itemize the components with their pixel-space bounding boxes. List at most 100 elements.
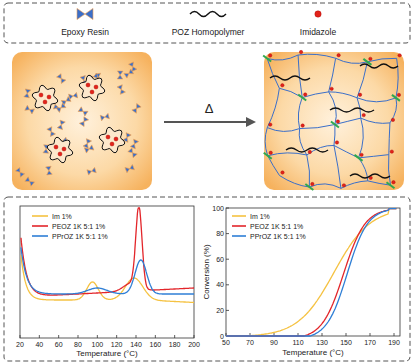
imidazole-dot: [281, 171, 284, 174]
legend-text: Epoxy Resin: [61, 28, 109, 37]
network-strand: [268, 156, 280, 176]
tick-mark: [226, 310, 229, 311]
after-panel: [264, 52, 404, 190]
epoxy-resin-symbol: [78, 107, 88, 116]
imidazole-dot: [315, 11, 321, 17]
legend-line: [232, 225, 246, 227]
tick-label: 160: [149, 341, 161, 348]
tick-label: 20: [16, 341, 24, 348]
resin-half: [130, 143, 137, 149]
chart-frame: [4, 197, 410, 361]
network-strand: [334, 125, 335, 146]
resin-half: [124, 71, 130, 78]
resin-half: [124, 133, 131, 139]
resin-half: [25, 105, 31, 112]
imidazole-dot: [304, 93, 307, 96]
imidazole-dot: [392, 180, 395, 183]
imidazole-dot: [54, 145, 58, 149]
resin-half: [24, 93, 30, 98]
tick-mark: [394, 333, 395, 336]
imidazole-dot: [358, 93, 361, 96]
network-strand: [265, 128, 268, 156]
network-strand: [396, 58, 398, 98]
resin-half: [69, 93, 74, 99]
polymer-coil: [47, 137, 72, 162]
epoxy-resin-symbol: [57, 74, 66, 84]
network-strand: [329, 92, 357, 98]
tick-label: 20: [216, 307, 224, 314]
resin-half: [18, 171, 25, 178]
network-strand: [268, 153, 307, 156]
epoxy-resin-symbol: [130, 139, 138, 149]
resin-half: [56, 106, 63, 113]
resin-half: [128, 62, 135, 68]
resin-half: [79, 120, 86, 126]
tick-label: 50: [222, 339, 230, 346]
imidazole-dot: [360, 153, 363, 156]
imidazole-dot: [281, 84, 284, 87]
imidazole-dot: [398, 54, 401, 57]
polymer-chain: [350, 174, 390, 178]
tick-mark: [226, 284, 229, 285]
tick-label: 200: [188, 341, 200, 348]
network-strand: [336, 58, 368, 63]
imidazole-dot: [58, 152, 62, 156]
tick-label: 60: [216, 256, 224, 263]
network-strand: [361, 118, 390, 123]
resin-half: [84, 146, 90, 153]
tick-label: 110: [292, 339, 303, 346]
plot-frame: [226, 208, 400, 336]
imidazole-dot: [110, 142, 114, 146]
legend-text: PEOZ 1K 5:1 1%: [250, 223, 303, 230]
epoxy-resin-symbol: [100, 113, 109, 120]
tick-label: 170: [364, 339, 376, 346]
resin-half: [57, 124, 64, 130]
legend-line: [232, 215, 246, 217]
resin-half: [119, 88, 126, 94]
resin-half: [129, 165, 135, 172]
imidazole-dot: [397, 93, 400, 96]
imidazole-dot: [39, 93, 43, 97]
tick-label: 90: [270, 339, 278, 346]
tick-mark: [194, 335, 195, 338]
imidazole-dot: [301, 124, 304, 127]
tick-label: 120: [111, 341, 123, 348]
tick-mark: [174, 335, 175, 338]
heat-symbol: Δ: [205, 102, 214, 115]
network-strand: [357, 62, 367, 98]
resin-half: [46, 170, 52, 175]
network-strand: [335, 118, 361, 124]
network-strand: [307, 145, 334, 155]
tick-label: 40: [216, 281, 224, 288]
polymer-chain: [270, 76, 310, 80]
resin-half: [125, 166, 131, 173]
resin-half: [46, 166, 52, 171]
legend-text: PEOZ 1K 5:1 1%: [52, 223, 105, 230]
polymer-coil: [32, 85, 57, 110]
legend-frame: [4, 3, 410, 43]
imidazole-dot: [337, 54, 340, 57]
network-strand: [359, 118, 364, 158]
imidazole-dot: [62, 147, 66, 151]
legend-text: PPrOZ 1K 5:1 1%: [250, 233, 306, 240]
tick-mark: [155, 335, 156, 338]
epoxy-resin-symbol: [46, 166, 53, 175]
resin-half: [132, 107, 139, 114]
resin-half: [77, 8, 85, 19]
resin-half: [59, 120, 66, 126]
resin-half: [28, 107, 34, 114]
imidazole-dot: [342, 184, 345, 187]
epoxy-resin-symbol: [25, 177, 35, 186]
imidazole-dot: [269, 123, 272, 126]
legend-text: POZ Homopolymer: [172, 28, 245, 37]
resin-half: [47, 127, 54, 133]
resin-half: [49, 130, 56, 136]
epoxy-resin-symbol: [117, 71, 123, 79]
tick-mark: [226, 259, 229, 260]
before-panel: [12, 52, 152, 190]
polymer-coil: [99, 127, 124, 152]
resin-half: [28, 179, 35, 186]
resin-half: [82, 109, 88, 116]
heat-arrow: [164, 121, 248, 123]
epoxy-resin-symbol: [124, 69, 134, 78]
